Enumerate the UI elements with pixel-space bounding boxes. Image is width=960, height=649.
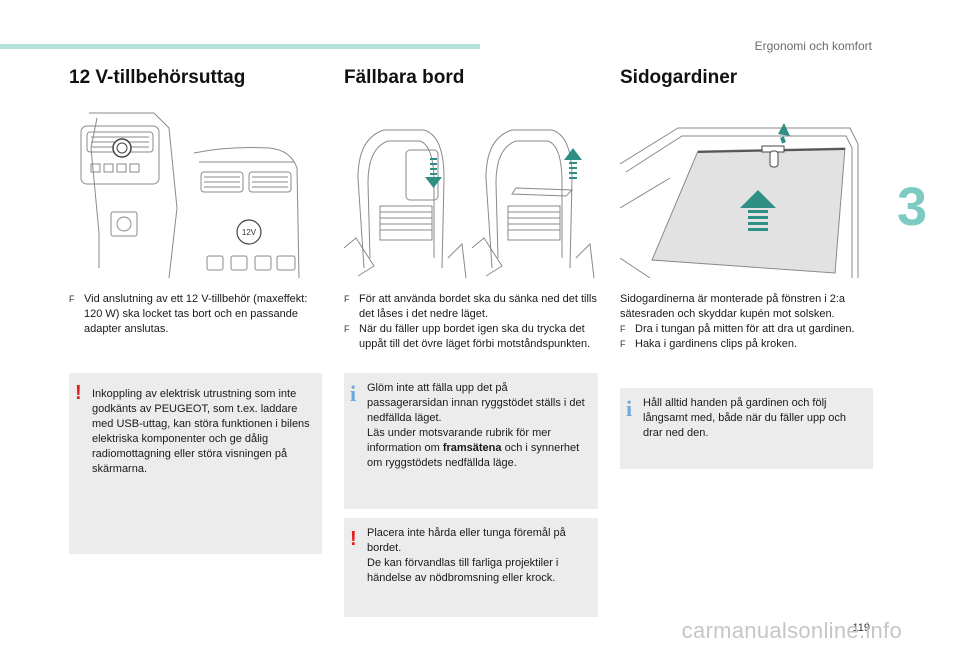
blinds-info-box: i Håll alltid handen på gardinen och föl… (620, 388, 873, 469)
blinds-title: Sidogardiner (620, 67, 738, 88)
warning-text: Placera inte hårda eller tunga föremål p… (367, 527, 566, 584)
tables-column: Fällbara bord F För att använd (344, 66, 597, 352)
tables-info-box: i Glöm inte att fälla upp det på passage… (344, 373, 598, 509)
tables-warning-box: ! Placera inte hårda eller tunga föremål… (344, 518, 598, 617)
page-number: 119 (852, 622, 870, 634)
watermark: carmanualsonline.info (681, 618, 902, 643)
header-accent-bar (0, 44, 480, 49)
list-item: F Haka i gardinens clips på kroken. (620, 338, 798, 350)
info-text: Håll alltid handen på gardinen och följ … (643, 397, 847, 439)
list-item: F När du fäller upp bordet igen ska du t… (344, 323, 591, 350)
outlet-warning-box: ! Inkoppling av elektrisk utrustning som… (69, 373, 322, 554)
blinds-column: Sidogardiner Sidogardinerna är monterade… (620, 66, 873, 352)
section-title: Ergonomi och komfort (754, 39, 872, 53)
warning-icon: ! (75, 382, 82, 404)
outlet-column: 12 V-tillbehörsuttag 12V F Vid anslutni (69, 66, 322, 337)
warning-icon: ! (350, 528, 357, 550)
folding-table-illustration (344, 108, 597, 278)
side-blind-illustration (620, 108, 873, 278)
12v-label: 12V (242, 228, 257, 237)
tables-title: Fällbara bord (344, 67, 465, 88)
info-icon: i (350, 381, 357, 406)
list-item: F Dra i tungan på mitten för att dra ut … (620, 323, 855, 335)
warning-text: Inkoppling av elektrisk utrustning som i… (92, 388, 310, 475)
chapter-number: 3 (896, 177, 928, 237)
list-item: F För att använda bordet ska du sänka ne… (344, 293, 597, 320)
list-item: F Vid anslutning av ett 12 V-tillbehör (… (69, 293, 308, 335)
info-icon: i (626, 396, 633, 421)
outlet-title: 12 V-tillbehörsuttag (69, 67, 246, 88)
info-text: Glöm inte att fälla upp det på passagera… (367, 382, 585, 469)
12v-socket-illustration: 12V (69, 108, 322, 278)
blinds-intro: Sidogardinerna är monterade på fönstren … (620, 293, 846, 320)
